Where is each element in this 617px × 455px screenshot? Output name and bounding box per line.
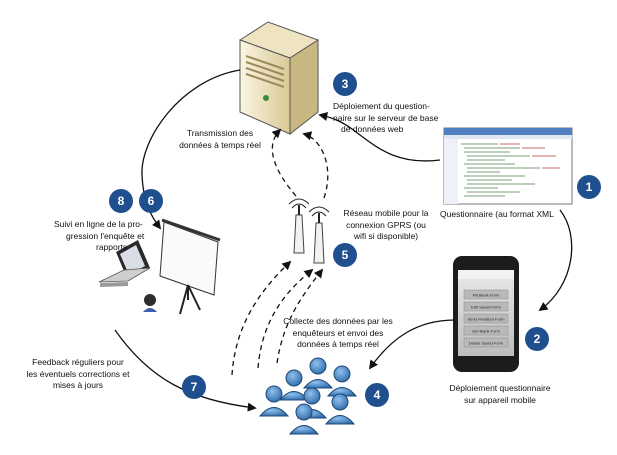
projection-screen-icon bbox=[143, 218, 221, 315]
step-badge-5: 5 bbox=[333, 243, 357, 267]
phone-menu-button: Delete Saved Form bbox=[469, 341, 504, 346]
step-badge-1: 1 bbox=[577, 175, 601, 199]
step5-label: Réseau mobile pour la connexion GPRS (ou… bbox=[336, 208, 436, 243]
step6-label: Transmission des données à temps réel bbox=[160, 128, 280, 151]
step6-label-line: données à temps réel bbox=[179, 139, 261, 150]
step-badge-8: 8 bbox=[109, 189, 133, 213]
step4-label-line: enquêteurs et envoi des bbox=[292, 327, 384, 338]
arrow-antenna-to-server-left bbox=[271, 128, 297, 197]
arrow-feedback-to-people bbox=[114, 329, 257, 412]
arrow-phone-to-people bbox=[368, 319, 456, 370]
step7-label-line: les éventuels corrections et bbox=[26, 368, 130, 379]
step2-label-line: sur appareil mobile bbox=[464, 394, 536, 405]
server-icon bbox=[238, 21, 320, 136]
phone-menu-button: Fill Blank Form bbox=[473, 293, 500, 298]
step4-label-line: données à temps réel bbox=[297, 339, 379, 349]
step-badge-4: 4 bbox=[365, 383, 389, 407]
step1-label: Questionnaire (au format XML bbox=[440, 209, 554, 219]
phone-menu-button: Get Blank Form bbox=[472, 329, 501, 334]
phone-menu-button: Edit Saved Form bbox=[471, 305, 501, 310]
step3-label: Déploiement du question- naire sur le se… bbox=[333, 101, 453, 136]
step8-label-line: Suivi en ligne de la pro- bbox=[54, 219, 143, 229]
step7-label-line: Feedback réguliers pour bbox=[32, 357, 124, 367]
laptop-icon bbox=[98, 240, 151, 287]
arrow-xml-to-phone bbox=[538, 209, 573, 312]
step7-label: Feedback réguliers pour les éventuels co… bbox=[18, 357, 138, 392]
step3-label-line: Déploiement du question- bbox=[333, 101, 430, 111]
phone-menu-button: Send Finalized Form bbox=[468, 317, 506, 322]
step4-label-line: Collecte des données par les bbox=[283, 316, 393, 326]
smartphone-icon bbox=[453, 256, 519, 372]
people-group-icon bbox=[258, 357, 358, 435]
step4-label: Collecte des données par les enquêteurs … bbox=[278, 316, 398, 351]
step6-label-line: Transmission des bbox=[186, 128, 254, 138]
step2-label-line: Déploiement questionnaire bbox=[449, 383, 551, 393]
step8-label-line: rapports bbox=[96, 242, 128, 252]
step5-label-line: connexion GPRS (ou bbox=[346, 219, 426, 230]
arrow-xml-to-server bbox=[318, 111, 441, 162]
step8-label: Suivi en ligne de la pro- gression l'enq… bbox=[54, 219, 154, 254]
step-badge-2: 2 bbox=[525, 327, 549, 351]
arrow-people-to-antenna-1 bbox=[231, 260, 292, 376]
antenna-icon bbox=[288, 198, 330, 264]
step3-label-line: naire sur le serveur de base bbox=[333, 112, 439, 123]
xml-document-icon bbox=[443, 127, 573, 205]
step3-label-line: de données web bbox=[341, 124, 404, 134]
step-badge-3: 3 bbox=[333, 72, 357, 96]
flow-arrows bbox=[114, 69, 573, 412]
arrow-antenna-to-server-right bbox=[302, 131, 329, 199]
arrow-people-to-antenna-3 bbox=[276, 268, 324, 364]
step5-label-line: wifi si disponible) bbox=[353, 231, 419, 241]
step8-label-line: gression l'enquête et bbox=[66, 230, 145, 241]
step7-label-line: mises à jours bbox=[52, 380, 104, 390]
step5-label-line: Réseau mobile pour la bbox=[343, 208, 429, 218]
step-badge-7: 7 bbox=[182, 375, 206, 399]
step2-label: Déploiement questionnaire sur appareil m… bbox=[430, 383, 570, 406]
dashed-arrows bbox=[231, 128, 329, 376]
step-badge-6: 6 bbox=[139, 189, 163, 213]
